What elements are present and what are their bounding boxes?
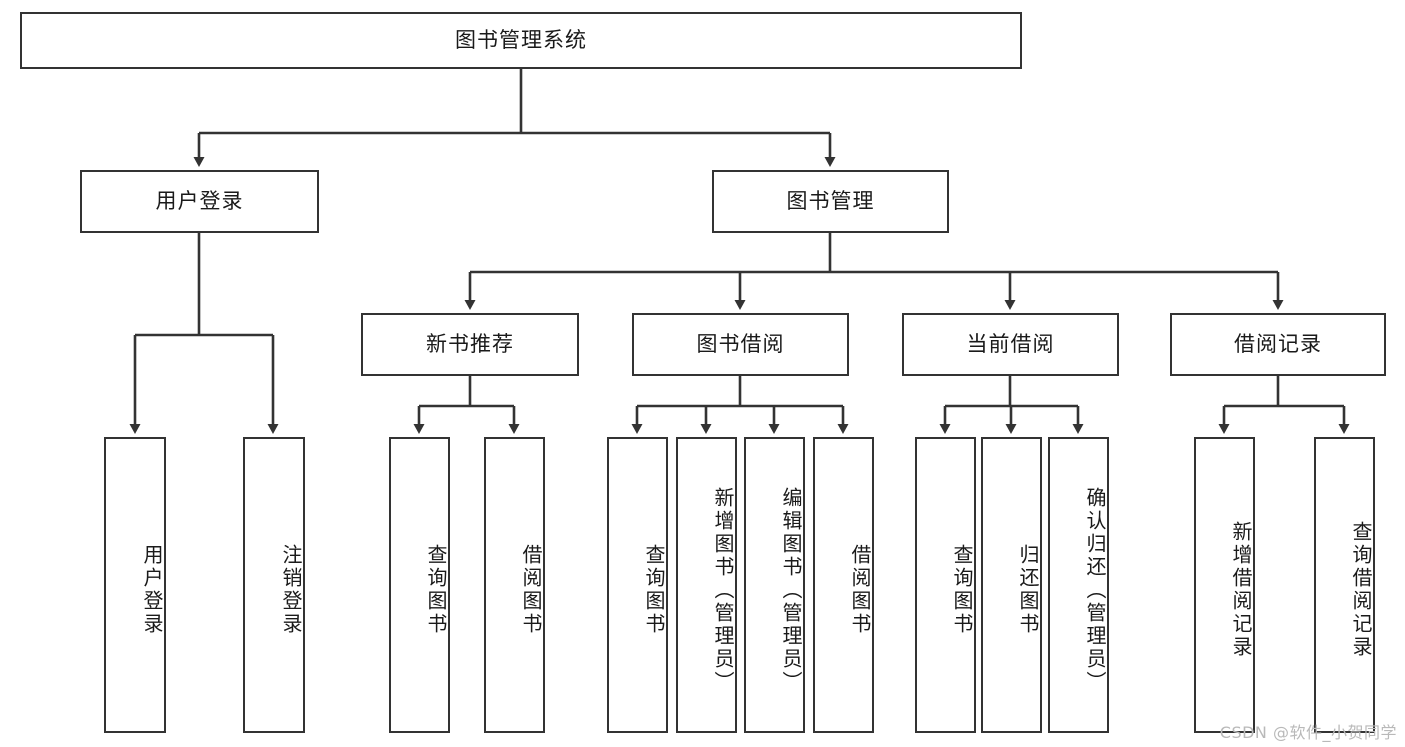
node-leaf-edit-book[interactable]: 编辑图书（管理员）	[744, 437, 805, 733]
node-leaf-query-book-1-label: 查询图书	[424, 544, 448, 636]
node-leaf-add-book[interactable]: 新增图书（管理员）	[676, 437, 737, 733]
node-leaf-query-book-3[interactable]: 查询图书	[915, 437, 976, 733]
node-leaf-query-book-1[interactable]: 查询图书	[389, 437, 450, 733]
node-leaf-confirm-return[interactable]: 确认归还（管理员）	[1048, 437, 1109, 733]
node-leaf-query-book-2-label: 查询图书	[642, 544, 666, 636]
node-leaf-borrow-book-1-label: 借阅图书	[519, 544, 543, 636]
node-leaf-query-book-2[interactable]: 查询图书	[607, 437, 668, 733]
watermark: CSDN @软件_小贺同学	[1219, 723, 1397, 742]
node-current-borrow[interactable]: 当前借阅	[902, 313, 1119, 376]
node-borrow-record[interactable]: 借阅记录	[1170, 313, 1386, 376]
node-leaf-return-book[interactable]: 归还图书	[981, 437, 1042, 733]
node-leaf-return-book-label: 归还图书	[1016, 544, 1040, 636]
node-leaf-borrow-book-2[interactable]: 借阅图书	[813, 437, 874, 733]
node-new-book-recommend-label: 新书推荐	[426, 331, 514, 356]
node-book-borrow[interactable]: 图书借阅	[632, 313, 849, 376]
node-user-login-label: 用户登录	[155, 188, 244, 213]
node-leaf-query-book-3-label: 查询图书	[950, 544, 974, 636]
node-leaf-borrow-book-2-label: 借阅图书	[848, 544, 872, 636]
node-book-manage-label: 图书管理	[786, 188, 875, 213]
node-new-book-recommend[interactable]: 新书推荐	[361, 313, 579, 376]
node-book-manage[interactable]: 图书管理	[712, 170, 949, 233]
node-root-label: 图书管理系统	[455, 27, 587, 52]
node-leaf-logout[interactable]: 注销登录	[243, 437, 305, 733]
node-leaf-add-record[interactable]: 新增借阅记录	[1194, 437, 1255, 733]
node-leaf-add-book-label: 新增图书（管理员）	[711, 486, 735, 694]
node-user-login[interactable]: 用户登录	[80, 170, 319, 233]
node-root[interactable]: 图书管理系统	[20, 12, 1022, 69]
node-leaf-confirm-return-label: 确认归还（管理员）	[1083, 486, 1107, 694]
node-current-borrow-label: 当前借阅	[966, 331, 1055, 356]
node-leaf-query-record-label: 查询借阅记录	[1349, 521, 1373, 659]
node-leaf-user-login[interactable]: 用户登录	[104, 437, 166, 733]
node-leaf-query-record[interactable]: 查询借阅记录	[1314, 437, 1375, 733]
node-leaf-user-login-label: 用户登录	[140, 544, 164, 636]
node-leaf-borrow-book-1[interactable]: 借阅图书	[484, 437, 545, 733]
node-leaf-add-record-label: 新增借阅记录	[1229, 521, 1253, 659]
node-leaf-edit-book-label: 编辑图书（管理员）	[779, 486, 803, 694]
node-borrow-record-label: 借阅记录	[1234, 331, 1322, 356]
node-leaf-logout-label: 注销登录	[279, 544, 303, 636]
node-book-borrow-label: 图书借阅	[696, 331, 785, 356]
